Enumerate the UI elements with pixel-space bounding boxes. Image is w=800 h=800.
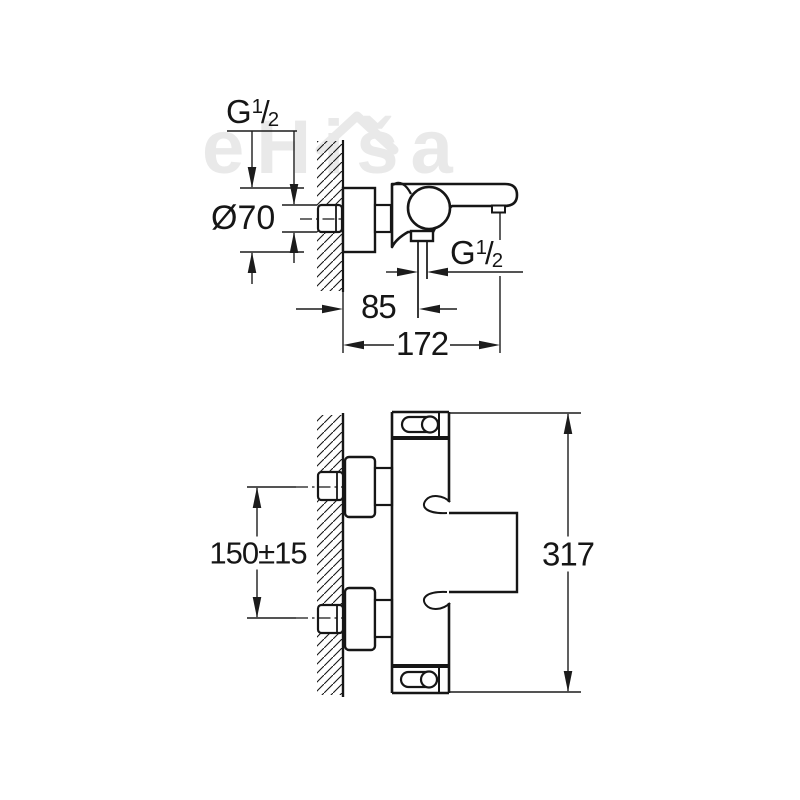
dim-85: [296, 304, 457, 314]
wall-thread-dimension: [227, 130, 317, 284]
thread-denominator: 2: [267, 108, 280, 132]
dim-172: [342, 213, 501, 353]
spout-bottom-curl: [422, 590, 451, 610]
wall-hatch: [317, 415, 343, 695]
thread-slash: /: [485, 236, 494, 271]
front-view: [247, 410, 581, 697]
overall-height-label: 317: [535, 536, 601, 572]
watermark-house-roof-icon: [315, 111, 399, 155]
connector-stub: [373, 203, 393, 234]
escutcheon-diameter-label: Ø70: [211, 199, 276, 237]
spout-block: [449, 511, 519, 594]
body-shoulder-curve: [392, 181, 412, 195]
thread-numerator: 1: [475, 235, 488, 259]
top-toggle-knob: [420, 415, 440, 434]
wall-to-spout-end-label: 172: [396, 325, 449, 362]
faucet-body-outline: [390, 182, 519, 249]
lower-union-nut: [316, 603, 345, 635]
thread-numerator: 1: [251, 94, 264, 118]
shower-outlet-collar: [409, 229, 435, 243]
side-view: [227, 130, 523, 353]
upper-escutcheon: [343, 455, 377, 519]
control-knob: [406, 185, 452, 231]
spout-outlet-nub: [491, 204, 506, 214]
lower-escutcheon: [343, 586, 377, 652]
shower-thread-label: G1/2: [450, 236, 503, 272]
connection-spacing-label: 150±15: [204, 536, 312, 570]
wall-thread-label: G1/2: [226, 95, 279, 131]
escutcheon: [341, 186, 377, 254]
thread-denominator: 2: [491, 249, 504, 273]
shower-thread-dimension: [386, 267, 523, 277]
wall-to-shower-outlet-label: 85: [361, 288, 397, 325]
thread-slash: /: [261, 95, 270, 130]
upper-connector-stub: [373, 466, 394, 507]
thread-letter: G: [226, 93, 252, 130]
upper-union-nut: [316, 470, 345, 502]
body-outline: [390, 410, 451, 695]
lower-connector-stub: [373, 598, 394, 639]
thread-letter: G: [450, 234, 476, 271]
bottom-toggle-knob: [419, 670, 439, 689]
spout-top-curl: [422, 495, 451, 515]
